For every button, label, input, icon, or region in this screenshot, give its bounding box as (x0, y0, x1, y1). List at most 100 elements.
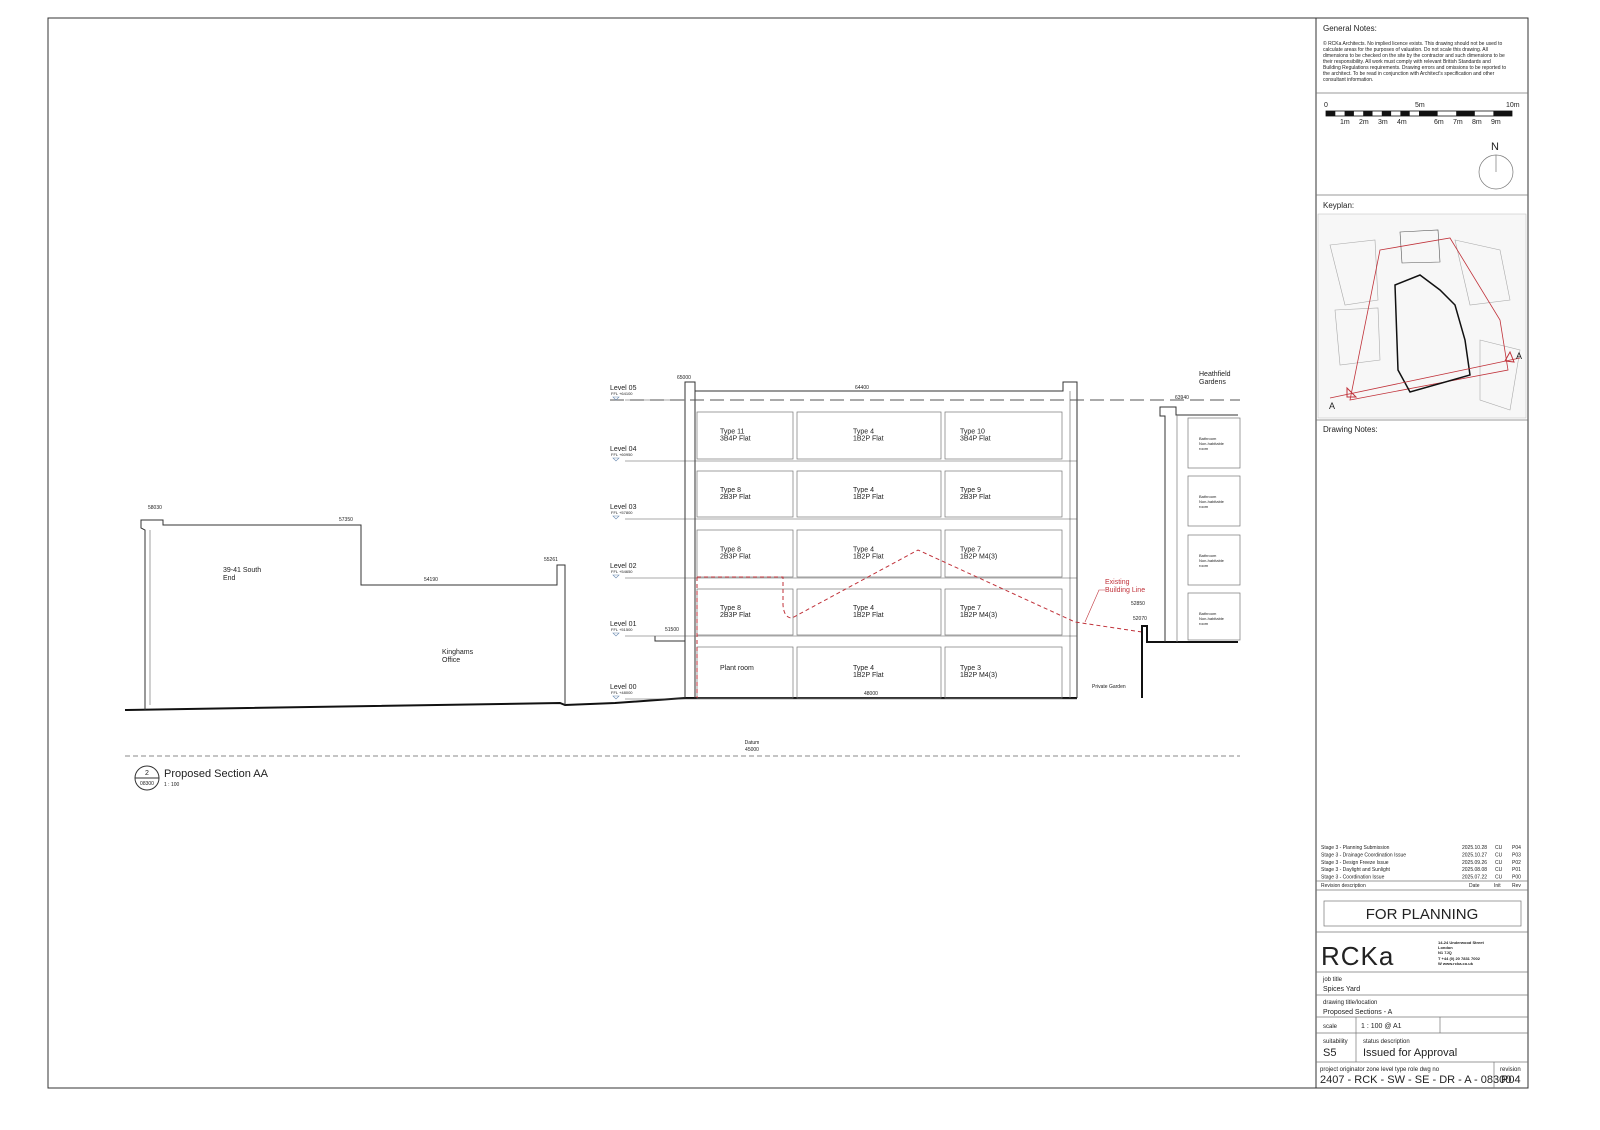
room-label: 1B2P M4(3) (960, 612, 997, 619)
note-line: © RCKa Architects. No implied licence ex… (1323, 40, 1502, 47)
svg-text:P02: P02 (1512, 860, 1521, 866)
room (696, 411, 794, 460)
level-marker-icon (612, 457, 620, 462)
svg-text:2025.10.28: 2025.10.28 (1462, 845, 1487, 851)
level-marker-icon (612, 396, 620, 401)
svg-text:Office: Office (442, 657, 460, 664)
svg-text:3m: 3m (1378, 119, 1388, 126)
svg-text:Rev: Rev (1512, 883, 1521, 889)
general-notes-title: General Notes: (1323, 24, 1377, 33)
svg-text:2m: 2m (1359, 119, 1369, 126)
svg-text:10m: 10m (1506, 102, 1520, 109)
room (796, 588, 942, 636)
svg-text:2025.08.08: 2025.08.08 (1462, 867, 1487, 873)
svg-text:Init: Init (1494, 883, 1501, 889)
keyplan-marker: A (1329, 401, 1335, 411)
note-line: the architect. To be read in conjunction… (1323, 71, 1495, 77)
revision-row: Stage 3 - Coordination Issue (1321, 875, 1385, 881)
room-label: Type 9 (960, 487, 981, 494)
svg-text:8m: 8m (1472, 119, 1482, 126)
note-line: their responsibility. All work must comp… (1323, 59, 1491, 65)
svg-text:Proposed Sections - A: Proposed Sections - A (1323, 1009, 1393, 1016)
svg-text:project originator zone lev: project originator zone level type role … (1320, 1067, 1440, 1073)
room-label: 1B2P Flat (853, 494, 884, 501)
svg-text:2407 - RCK - SW - SE - DR - A: 2407 - RCK - SW - SE - DR - A - 08300 (1320, 1074, 1511, 1086)
svg-text:room: room (1199, 563, 1209, 568)
svg-text:63940: 63940 (1175, 395, 1189, 401)
scale-bar: 0 5m 10m 1m 2m 3m 4m 6m 7m 8m 9m (1324, 102, 1520, 126)
room-label: 3B4P Flat (720, 436, 751, 443)
svg-text:S5: S5 (1323, 1047, 1336, 1059)
room-label: Type 8 (720, 605, 741, 612)
svg-text:scale: scale (1323, 1024, 1338, 1030)
room-label: Type 7 (960, 605, 981, 612)
room (796, 470, 942, 518)
note-line: calculate areas for the purposes of valu… (1323, 47, 1488, 53)
svg-text:58030: 58030 (148, 505, 162, 511)
room-label: Type 7 (960, 547, 981, 554)
svg-text:Bathroom: Bathroom (1199, 494, 1217, 499)
rcka-logo: RCKa 14-24 Underwood Street London N1 7J… (1321, 940, 1484, 971)
svg-text:CU: CU (1495, 867, 1503, 873)
room-label: 1B2P Flat (853, 554, 884, 561)
svg-text:drawing title/location: drawing title/location (1323, 1000, 1377, 1006)
room-label: Type 10 (960, 429, 985, 436)
svg-text:RCKa: RCKa (1321, 941, 1394, 971)
svg-text:2: 2 (145, 770, 149, 777)
svg-text:39-41 South: 39-41 South (223, 567, 261, 574)
section-drawing: Datum 45000 58030 57350 54190 55261 39-4… (124, 371, 1241, 791)
keyplan-marker: A (1516, 351, 1522, 361)
svg-text:Heathfield: Heathfield (1199, 371, 1231, 378)
svg-text:1 : 100 @ A1: 1 : 100 @ A1 (1361, 1023, 1402, 1030)
room-label: Type 3 (960, 665, 981, 672)
svg-text:status description: status description (1363, 1039, 1410, 1045)
svg-text:P04: P04 (1512, 845, 1521, 851)
svg-text:6m: 6m (1434, 119, 1444, 126)
svg-text:Bathroom: Bathroom (1199, 436, 1217, 441)
sheet-border (47, 17, 1529, 1089)
svg-text:W www.rcka.co.uk: W www.rcka.co.uk (1438, 961, 1474, 966)
room-label: 2B3P Flat (720, 554, 751, 561)
svg-text:room: room (1199, 504, 1209, 509)
room-label: Plant room (720, 665, 754, 672)
section-title: 2 08300 Proposed Section AA 1 : 100 (134, 765, 269, 791)
room-label: Type 4 (853, 547, 874, 554)
room-label: 1B2P M4(3) (960, 672, 997, 679)
svg-text:Non-habitable: Non-habitable (1199, 616, 1225, 621)
room (944, 411, 1063, 460)
level-label: Level 04 (610, 446, 637, 453)
svg-text:Private Garden: Private Garden (1092, 684, 1126, 690)
svg-text:1 : 100: 1 : 100 (164, 782, 180, 788)
svg-text:0: 0 (1324, 102, 1328, 109)
level-ffl: FFL +64100 (611, 391, 633, 396)
svg-text:Bathroom: Bathroom (1199, 611, 1217, 616)
heathfield-gardens-building (1159, 406, 1238, 642)
south-end-building (140, 519, 566, 710)
room (696, 646, 794, 699)
svg-text:Keyplan:: Keyplan: (1323, 201, 1354, 210)
svg-text:Gardens: Gardens (1199, 379, 1226, 386)
svg-text:Non-habitable: Non-habitable (1199, 441, 1225, 446)
svg-text:room: room (1199, 446, 1209, 451)
svg-text:48000: 48000 (864, 691, 878, 697)
svg-text:Non-habitable: Non-habitable (1199, 558, 1225, 563)
room-label: 1B2P Flat (853, 612, 884, 619)
room-label: 1B2P M4(3) (960, 554, 997, 561)
garden-wall (1141, 625, 1238, 698)
bathroom-room (1187, 592, 1241, 641)
svg-text:job title: job title (1322, 977, 1343, 983)
svg-text:52850: 52850 (1131, 601, 1145, 607)
svg-text:CU: CU (1495, 875, 1503, 881)
keyplan: Keyplan: A A (1317, 201, 1527, 419)
level-label: Level 05 (610, 385, 637, 392)
svg-text:Datum: Datum (745, 740, 760, 746)
room-label: Type 8 (720, 487, 741, 494)
room-label: 1B2P Flat (853, 436, 884, 443)
svg-text:N: N (1491, 141, 1499, 153)
svg-text:14-24 Underwood Street: 14-24 Underwood Street (1438, 940, 1484, 945)
room-label: Type 4 (853, 605, 874, 612)
svg-text:P00: P00 (1512, 875, 1521, 881)
svg-text:End: End (223, 575, 236, 582)
room-label: Type 11 (720, 429, 744, 436)
